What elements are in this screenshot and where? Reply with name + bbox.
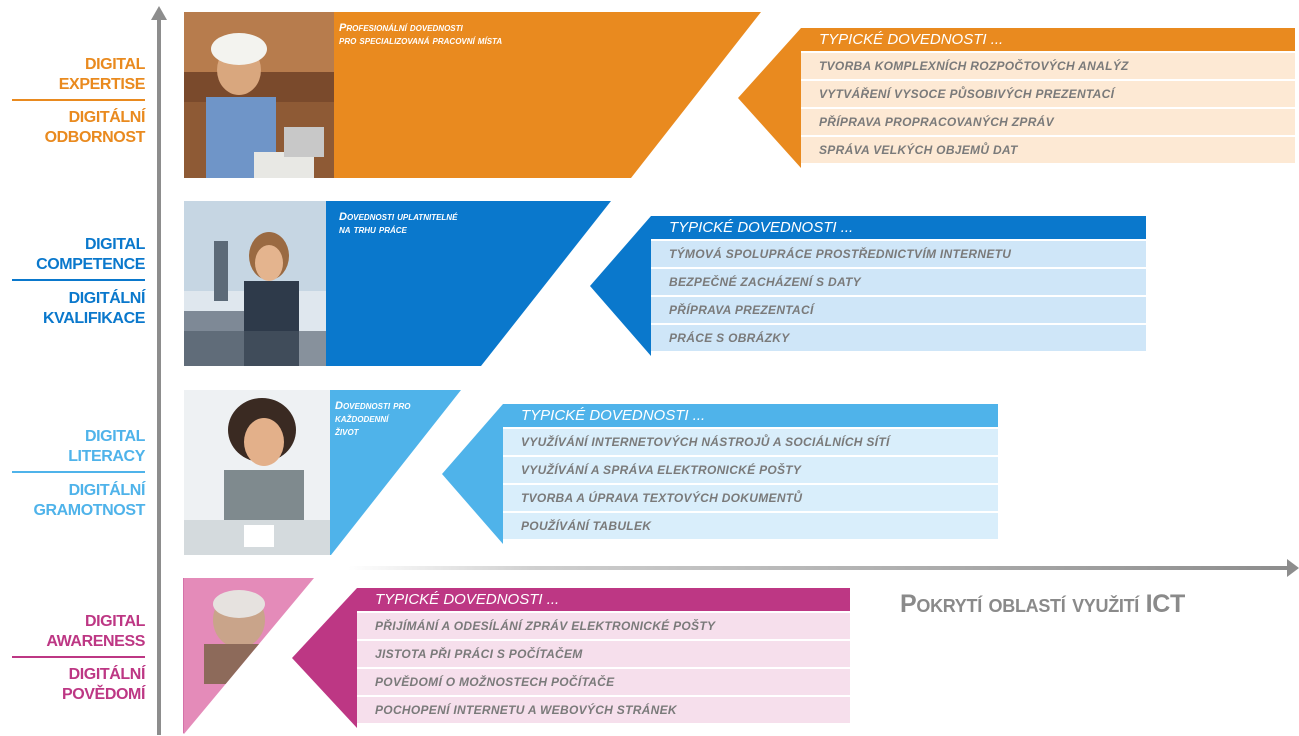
awareness-skills-table: TYPICKÉ DOVEDNOSTI ... PŘIJÍMÁNÍ A ODESÍ… [357,588,850,723]
level-divider-expertise [12,99,145,101]
competence-skill-item: PŘÍPRAVA PREZENTACÍ [651,297,1146,323]
awareness-connector-arrow [292,588,357,728]
horizontal-axis-arrow-icon [1287,559,1299,577]
horizontal-axis-label: Pokrytí oblastí využití ICT [900,590,1186,618]
expertise-skill-item: TVORBA KOMPLEXNÍCH ROZPOČTOVÝCH ANALÝZ [801,53,1295,79]
expertise-skills-heading: TYPICKÉ DOVEDNOSTI ... [801,28,1295,51]
expertise-panel-shape [333,12,761,178]
vertical-axis [157,18,161,735]
level-divider-competence [12,279,145,281]
level-label-en-expertise: DIGITAL EXPERTISE [58,56,146,93]
competence-panel-title: Dovednosti uplatnitelné na trhu práce [339,211,458,236]
expertise-skill-item: VYTVÁŘENÍ VYSOCE PŮSOBIVÝCH PREZENTACÍ [801,81,1295,107]
awareness-skill-item: POVĚDOMÍ O MOŽNOSTECH POČÍTAČE [357,669,850,695]
horizontal-axis [348,566,1288,570]
engineer-photo-icon [184,12,334,178]
competence-connector-arrow [590,216,651,356]
literacy-panel-shape [328,390,461,555]
literacy-skills-table: TYPICKÉ DOVEDNOSTI ... VYUŽÍVÁNÍ INTERNE… [503,404,998,539]
competence-panel-shape [323,201,611,366]
literacy-skill-item: VYUŽÍVÁNÍ A SPRÁVA ELEKTRONICKÉ POŠTY [503,457,998,483]
level-label-cz-expertise: DIGITÁLNÍ ODBORNOST [44,109,146,146]
expertise-skill-item: SPRÁVA VELKÝCH OBJEMŮ DAT [801,137,1295,163]
level-divider-awareness [12,656,145,658]
literacy-connector-arrow [442,404,503,544]
level-label-cz-literacy: DIGITÁLNÍ GRAMOTNOST [33,482,145,519]
competence-photo [184,201,326,366]
level-divider-literacy [12,471,145,473]
level-label-en-competence: DIGITAL COMPETENCE [36,236,145,273]
expertise-connector-arrow [738,28,801,168]
vertical-axis-arrow-icon [151,6,167,20]
competence-skills-table: TYPICKÉ DOVEDNOSTI ... TÝMOVÁ SPOLUPRÁCE… [651,216,1146,351]
competence-skills-heading: TYPICKÉ DOVEDNOSTI ... [651,216,1146,239]
office-worker-photo-icon [184,201,326,366]
woman-at-laptop-photo-icon [184,390,330,555]
literacy-skill-item: POUŽÍVÁNÍ TABULEK [503,513,998,539]
expertise-skills-table: TYPICKÉ DOVEDNOSTI ... TVORBA KOMPLEXNÍC… [801,28,1295,163]
level-label-cz-awareness: DIGITÁLNÍ POVĚDOMÍ [61,666,145,703]
awareness-skill-item: JISTOTA PŘI PRÁCI S POČÍTAČEM [357,641,850,667]
level-label-cz-competence: DIGITÁLNÍ KVALIFIKACE [43,290,145,327]
level-label-en-awareness: DIGITAL AWARENESS [46,613,145,650]
literacy-photo [184,390,330,555]
awareness-skills-heading: TYPICKÉ DOVEDNOSTI ... [357,588,850,611]
expertise-photo [184,12,334,178]
expertise-panel-title: Profesionální dovednosti pro specializov… [339,22,503,47]
literacy-panel-title: Dovednosti pro každodenní život [335,400,411,438]
competence-skill-item: PRÁCE S OBRÁZKY [651,325,1146,351]
literacy-skills-heading: TYPICKÉ DOVEDNOSTI ... [503,404,998,427]
competence-skill-item: BEZPEČNÉ ZACHÁZENÍ S DATY [651,269,1146,295]
level-labels-column: DIGITAL EXPERTISE DIGITÁLNÍ ODBORNOST DI… [0,0,145,735]
literacy-skill-item: VYUŽÍVÁNÍ INTERNETOVÝCH NÁSTROJŮ A SOCIÁ… [503,429,998,455]
level-label-en-literacy: DIGITAL LITERACY [68,428,145,465]
awareness-skill-item: PŘIJÍMÁNÍ A ODESÍLÁNÍ ZPRÁV ELEKTRONICKÉ… [357,613,850,639]
awareness-skill-item: POCHOPENÍ INTERNETU A WEBOVÝCH STRÁNEK [357,697,850,723]
expertise-skill-item: PŘÍPRAVA PROPRACOVANÝCH ZPRÁV [801,109,1295,135]
competence-skill-item: TÝMOVÁ SPOLUPRÁCE PROSTŘEDNICTVÍM INTERN… [651,241,1146,267]
literacy-skill-item: TVORBA A ÚPRAVA TEXTOVÝCH DOKUMENTŮ [503,485,998,511]
